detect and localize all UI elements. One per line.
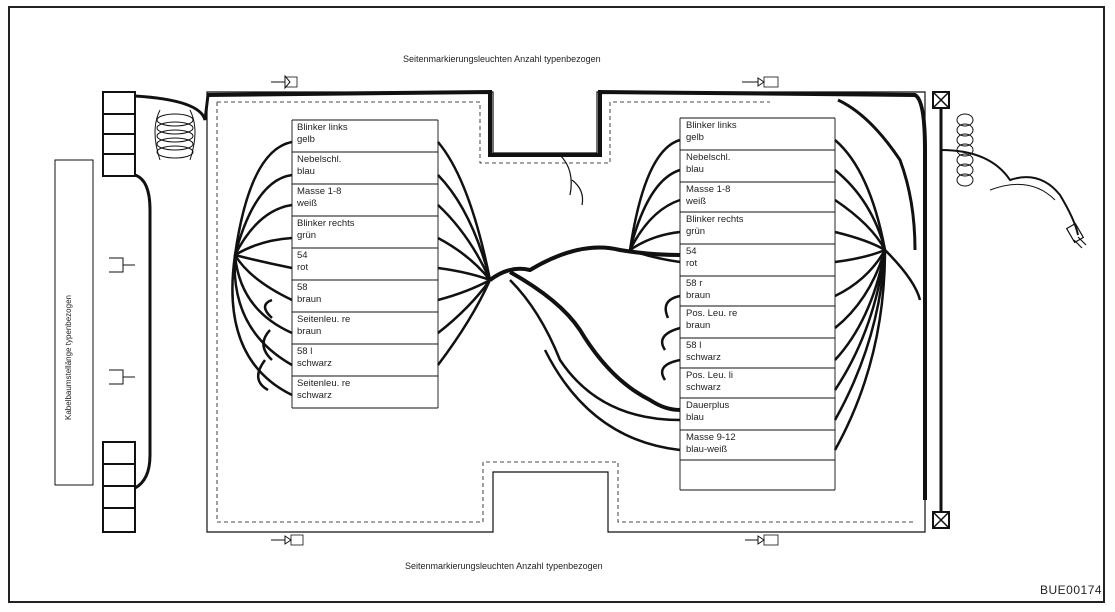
- left-cell-label: Blinker rechts: [297, 218, 355, 229]
- left-cell-color: braun: [297, 326, 322, 337]
- left-panel-cell: Nebelschl.blau: [297, 154, 341, 178]
- right-cell-label: 58 l: [686, 340, 702, 351]
- right-cell-color: rot: [686, 258, 698, 269]
- diagram-frame: [8, 6, 1105, 603]
- right-cell-label: Dauerplus: [686, 400, 730, 411]
- bottom-caption: Seitenmarkierungsleuchten Anzahl typenbe…: [405, 561, 603, 571]
- marker-bottom-left: [271, 535, 292, 545]
- left-panel-wires-left: [231, 140, 293, 397]
- left-cell-label: 58: [297, 282, 308, 293]
- left-cell-label: Seitenleu. re: [297, 378, 351, 389]
- right-cell-color: blau: [686, 412, 704, 423]
- right-cell-label: Blinker links: [686, 120, 737, 131]
- left-cell-color: braun: [297, 294, 322, 305]
- left-cell-color: rot: [297, 262, 309, 273]
- right-panel-wires-left: [509, 138, 681, 452]
- right-cell-color: braun: [686, 290, 711, 301]
- figure-code: BUE00174: [1040, 583, 1103, 597]
- right-cell-color: braun: [686, 320, 711, 331]
- right-cell-color: schwarz: [686, 382, 721, 393]
- left-panel-wires-right: [437, 141, 492, 366]
- left-cell-label: Blinker links: [297, 122, 348, 133]
- right-cell-label: 54: [686, 246, 697, 257]
- left-cell-color: blau: [297, 166, 315, 177]
- marker-top-right: [742, 77, 765, 87]
- right-cell-label: Masse 9-12: [686, 432, 736, 443]
- right-panel-cell: Nebelschl.blau: [686, 152, 730, 176]
- inner-dashed-outline: [216, 102, 915, 523]
- marker-top-left: [271, 74, 291, 90]
- left-cell-color: schwarz: [297, 358, 332, 369]
- main-harness-top: [206, 89, 927, 500]
- bottom-left-connector: [102, 441, 136, 533]
- left-panel-table: [291, 119, 439, 409]
- left-cable-coil: [154, 109, 196, 161]
- left-cell-color: gelb: [297, 134, 315, 145]
- left-cell-label: 54: [297, 250, 308, 261]
- right-cell-label: Nebelschl.: [686, 152, 731, 163]
- right-panel-wires-right: [833, 139, 922, 451]
- right-cell-color: blau: [686, 164, 704, 175]
- center-link-cable: [488, 245, 681, 282]
- left-cell-color: schwarz: [297, 390, 332, 401]
- left-cell-label: Masse 1-8: [297, 186, 342, 197]
- plug-icon: [1065, 222, 1087, 249]
- right-cell-color: blau-weiß: [686, 444, 728, 455]
- right-cell-color: grün: [686, 226, 706, 237]
- left-cell-color: grün: [297, 230, 317, 241]
- right-cell-color: weiß: [686, 196, 707, 207]
- left-cell-label: 58 l: [297, 346, 313, 357]
- right-cell-color: gelb: [686, 132, 704, 143]
- left-cell-label: Seitenleu. re: [297, 314, 351, 325]
- right-cell-color: schwarz: [686, 352, 721, 363]
- side-lamp-top: [109, 257, 124, 273]
- right-cell-label: 58 r: [686, 278, 703, 289]
- right-cell-label: Pos. Leu. re: [686, 308, 738, 319]
- right-cell-label: Masse 1-8: [686, 184, 731, 195]
- marker-bottom-right: [745, 535, 765, 545]
- right-cell-label: Pos. Leu. li: [686, 370, 733, 381]
- right-cell-label: Blinker rechts: [686, 214, 744, 225]
- left-cell-color: weiß: [297, 198, 318, 209]
- cable-length-box: [54, 159, 94, 486]
- top-left-connector: [102, 91, 136, 177]
- side-label: Kabelbaumstellänge typenbezogen: [64, 295, 73, 420]
- left-cell-label: Nebelschl.: [297, 154, 342, 165]
- right-cable-coil: [956, 113, 974, 187]
- side-lamp-bottom: [109, 369, 124, 385]
- right-panel-table: [679, 117, 836, 491]
- top-caption: Seitenmarkierungsleuchten Anzahl typenbe…: [403, 54, 601, 64]
